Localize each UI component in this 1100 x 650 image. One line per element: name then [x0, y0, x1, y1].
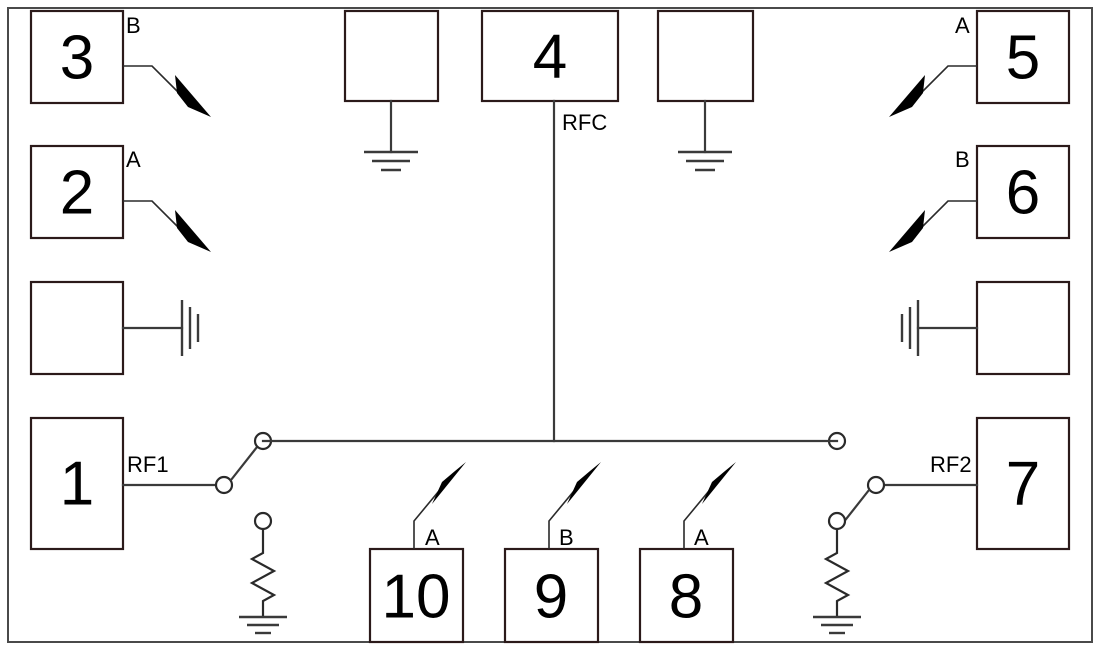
arrow-head-b2	[175, 210, 211, 252]
block-7-label: 7	[1006, 450, 1040, 519]
arrow-head-b8	[702, 462, 736, 504]
ground-top-right-icon	[678, 150, 732, 172]
block-blank-top-right[interactable]	[656, 9, 755, 103]
resistor-left-icon	[249, 529, 277, 617]
port-label-b5: A	[955, 13, 970, 38]
block-4[interactable]	[480, 9, 620, 103]
block-1-label: 1	[60, 450, 94, 519]
block-blank-right[interactable]	[975, 280, 1071, 376]
port-label-b2: A	[126, 147, 141, 172]
arrow-head-b9	[567, 462, 601, 504]
port-label-b9: B	[559, 525, 574, 550]
port-label-b6: B	[955, 147, 970, 172]
ground-top-left-icon	[364, 150, 418, 172]
block-6-label: 6	[1006, 159, 1040, 228]
switch-left-pole-terminal[interactable]	[214, 475, 234, 495]
leader-line-b8	[683, 479, 719, 549]
ground-res-left-icon	[239, 615, 287, 635]
block-blank-left[interactable]	[29, 280, 125, 376]
block-4-label: 4	[533, 23, 567, 92]
block-3[interactable]	[29, 9, 125, 105]
block-2[interactable]	[29, 144, 125, 240]
switch-left-blade[interactable]	[229, 445, 259, 482]
ground-res-right-icon	[813, 615, 861, 635]
arrow-head-b3	[175, 75, 211, 117]
arrow-head-b6	[889, 210, 925, 252]
block-10-label: 10	[382, 563, 451, 632]
block-3-label: 3	[60, 24, 94, 93]
block-5-label: 5	[1006, 24, 1040, 93]
ground-side-right-icon	[900, 300, 920, 356]
net-label-rf1: RF1	[127, 452, 169, 477]
block-9-label: 9	[534, 563, 568, 632]
block-9[interactable]	[503, 547, 600, 644]
port-label-b8: A	[694, 525, 709, 550]
port-label-b3: B	[126, 13, 141, 38]
block-1[interactable]	[29, 416, 125, 551]
resistor-left-terminal	[253, 511, 273, 531]
block-blank-top-left[interactable]	[343, 9, 440, 103]
ground-side-left-icon	[180, 300, 200, 356]
net-label-rfc: RFC	[562, 110, 607, 135]
switch-right-pole-terminal[interactable]	[866, 475, 886, 495]
block-5[interactable]	[975, 9, 1071, 105]
arrow-head-b5	[889, 75, 925, 117]
block-8-label: 8	[669, 563, 703, 632]
net-label-rf2: RF2	[930, 452, 972, 477]
block-8[interactable]	[638, 547, 735, 644]
resistor-right-terminal	[827, 511, 847, 531]
block-6[interactable]	[975, 144, 1071, 240]
switch-right-blade[interactable]	[841, 488, 871, 525]
block-10[interactable]	[368, 547, 465, 644]
block-2-label: 2	[60, 159, 94, 228]
leader-line-b9	[548, 479, 584, 549]
diagram-border	[7, 7, 1093, 643]
leader-line-b10	[413, 479, 449, 549]
port-label-b10: A	[425, 525, 440, 550]
block-7[interactable]	[975, 416, 1071, 551]
resistor-right-icon	[823, 529, 851, 617]
arrow-head-b10	[432, 462, 466, 504]
